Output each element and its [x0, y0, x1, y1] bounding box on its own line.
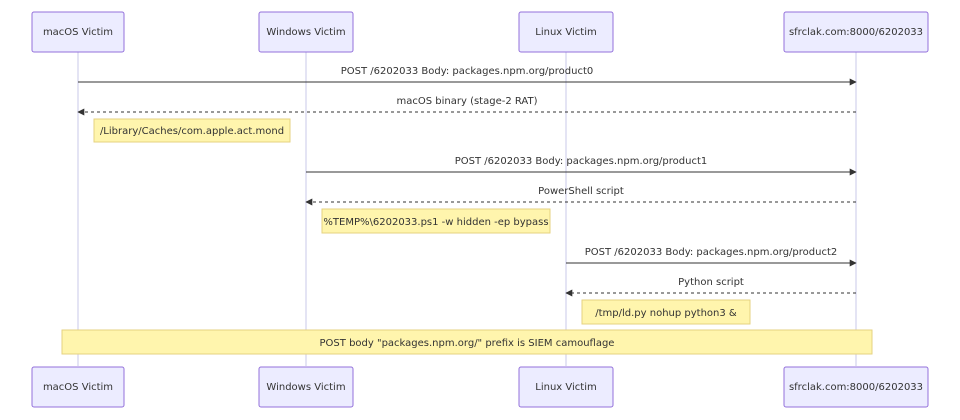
- actor-label: Windows Victim: [266, 382, 345, 393]
- actor-bottom-macos: macOS Victim: [31, 366, 125, 408]
- message-label: macOS binary (stage-2 RAT): [397, 96, 538, 107]
- note-macos-path: /Library/Caches/com.apple.act.mond: [93, 118, 291, 143]
- actor-bottom-windows: Windows Victim: [258, 366, 354, 408]
- actor-label: Linux Victim: [535, 382, 596, 393]
- message-label: Python script: [678, 277, 744, 288]
- actor-bottom-c2: sfrclak.com:8000/6202033: [783, 366, 929, 408]
- note-windows-path: %TEMP%\6202033.ps1 -w hidden -ep bypass: [321, 208, 551, 234]
- message-label: POST /6202033 Body: packages.npm.org/pro…: [341, 66, 594, 77]
- actor-bottom-linux: Linux Victim: [518, 366, 614, 408]
- actor-label: sfrclak.com:8000/6202033: [789, 382, 923, 393]
- message-label: POST /6202033 Body: packages.npm.org/pro…: [585, 247, 838, 258]
- note-text: /tmp/ld.py nohup python3 &: [595, 308, 737, 319]
- actor-label: sfrclak.com:8000/6202033: [789, 27, 923, 38]
- note-text: POST body "packages.npm.org/" prefix is …: [320, 338, 615, 349]
- actor-top-c2: sfrclak.com:8000/6202033: [783, 11, 929, 53]
- actor-top-macos: macOS Victim: [31, 11, 125, 53]
- actor-label: Linux Victim: [535, 27, 596, 38]
- actor-label: macOS Victim: [43, 382, 113, 393]
- note-siem-camouflage: POST body "packages.npm.org/" prefix is …: [61, 329, 873, 355]
- actor-label: Windows Victim: [266, 27, 345, 38]
- note-text: %TEMP%\6202033.ps1 -w hidden -ep bypass: [323, 217, 548, 228]
- note-text: /Library/Caches/com.apple.act.mond: [100, 126, 284, 137]
- message-label: POST /6202033 Body: packages.npm.org/pro…: [455, 156, 708, 167]
- actor-label: macOS Victim: [43, 27, 113, 38]
- message-label: PowerShell script: [538, 186, 624, 197]
- actor-top-linux: Linux Victim: [518, 11, 614, 53]
- actor-top-windows: Windows Victim: [258, 11, 354, 53]
- note-linux-path: /tmp/ld.py nohup python3 &: [581, 299, 751, 325]
